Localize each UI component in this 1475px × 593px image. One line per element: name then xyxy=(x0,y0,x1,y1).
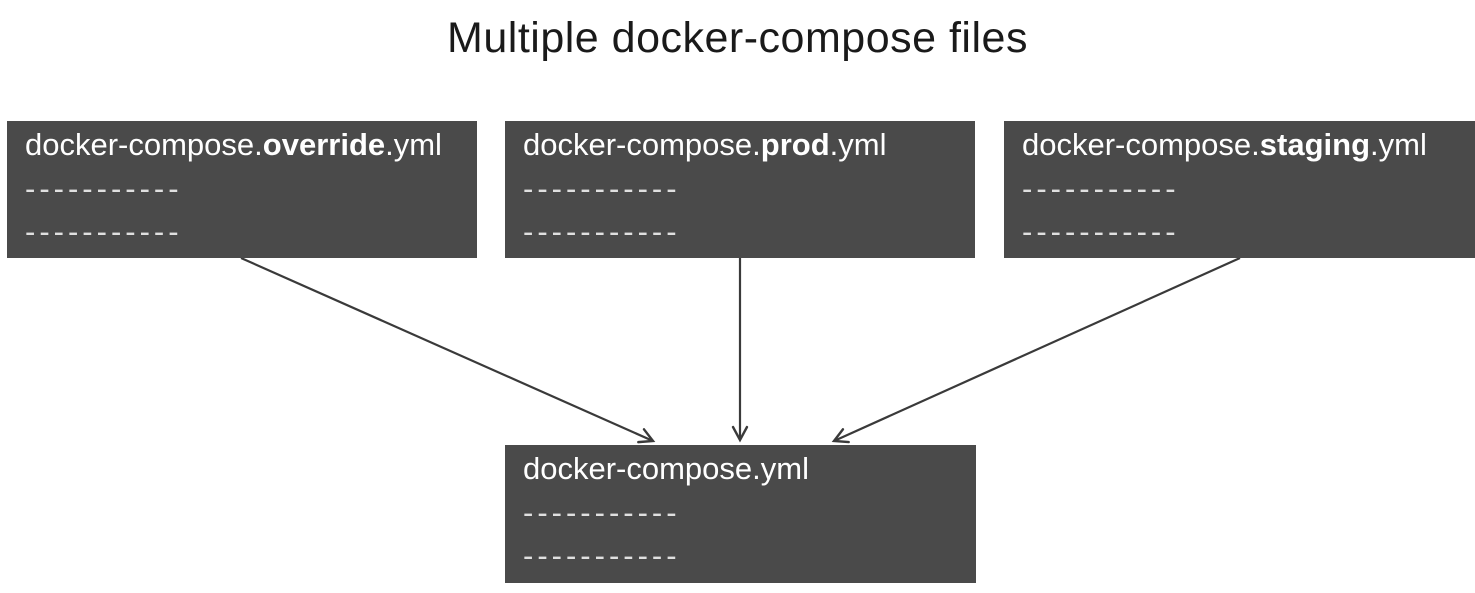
filename-prefix: docker-compose. xyxy=(25,127,263,162)
filename-staging: docker-compose.staging.yml xyxy=(1022,126,1465,164)
file-box-prod: docker-compose.prod.yml ----------- ----… xyxy=(505,121,975,258)
filename-prefix: docker-compose. xyxy=(1022,127,1260,162)
filename-base: docker-compose.yml xyxy=(523,451,809,486)
content-placeholder-line: ----------- xyxy=(523,214,681,249)
filename-override: docker-compose.override.yml xyxy=(25,126,467,164)
content-placeholder-line: ----------- xyxy=(523,495,681,530)
file-box-base: docker-compose.yml ----------- ---------… xyxy=(505,445,976,583)
filename-prefix: docker-compose. xyxy=(523,127,761,162)
content-placeholder-line: ----------- xyxy=(1022,171,1180,206)
content-placeholder-line: ----------- xyxy=(1022,214,1180,249)
filename-highlight: staging xyxy=(1259,127,1371,162)
filename-prod: docker-compose.prod.yml xyxy=(523,126,965,164)
filename-highlight: prod xyxy=(760,127,830,162)
content-placeholder-line: ----------- xyxy=(523,171,681,206)
content-placeholder-line: ----------- xyxy=(523,538,681,573)
arrow-override-to-base xyxy=(240,256,656,444)
diagram-title: Multiple docker-compose files xyxy=(447,14,1028,62)
filename-suffix: .yml xyxy=(829,127,887,162)
content-placeholder-line: ----------- xyxy=(25,214,183,249)
file-box-staging: docker-compose.staging.yml ----------- -… xyxy=(1004,121,1475,258)
filename-highlight: override xyxy=(262,127,386,162)
filename-suffix: .yml xyxy=(1370,127,1427,162)
file-box-override: docker-compose.override.yml ----------- … xyxy=(7,121,477,258)
filename-suffix: .yml xyxy=(385,127,442,162)
content-placeholder-line: ----------- xyxy=(25,171,183,206)
arrow-staging-to-base xyxy=(831,256,1241,444)
